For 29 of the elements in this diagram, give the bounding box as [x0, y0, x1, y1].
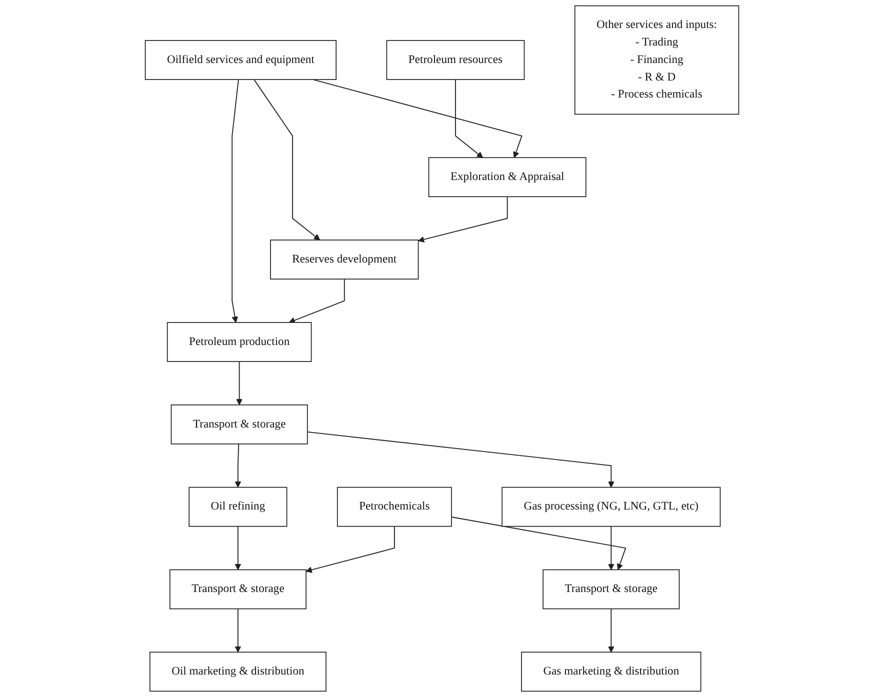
node-box: Gas processing (NG, LNG, GTL, etc)	[502, 486, 721, 527]
node-box: Exploration & Appraisal	[428, 157, 586, 198]
node-box: Oilfield services and equipment	[144, 40, 337, 80]
node-box: Gas marketing & distribution	[521, 652, 702, 692]
node-box: Petroleum resources	[386, 40, 525, 80]
node-box: Reserves development	[270, 240, 419, 280]
node-box: Transport & storage	[170, 404, 308, 444]
node-box: Transport & storage	[542, 569, 680, 610]
arrow	[608, 526, 614, 570]
arrow	[288, 278, 345, 324]
arrow	[234, 526, 242, 570]
arrow	[418, 196, 508, 243]
arrow	[608, 608, 614, 652]
node-box: Oil refining	[188, 486, 288, 527]
arrow	[254, 79, 320, 240]
arrow	[236, 361, 243, 406]
arrow	[232, 79, 239, 323]
arrow	[455, 79, 484, 158]
arrow	[312, 79, 522, 158]
arrow	[234, 608, 242, 652]
arrow	[306, 526, 395, 573]
arrow	[451, 516, 626, 570]
node-box: Transport & storage	[169, 569, 306, 610]
node-box: Petrochemicals	[336, 486, 452, 527]
node-box: Other services and inputs: - Trading - Financing - R & D - Process chemicals	[574, 5, 740, 115]
arrow	[234, 443, 242, 488]
node-box: Oil marketing & distribution	[149, 652, 326, 692]
arrow	[306, 432, 614, 488]
node-box: Petroleum production	[166, 322, 312, 362]
